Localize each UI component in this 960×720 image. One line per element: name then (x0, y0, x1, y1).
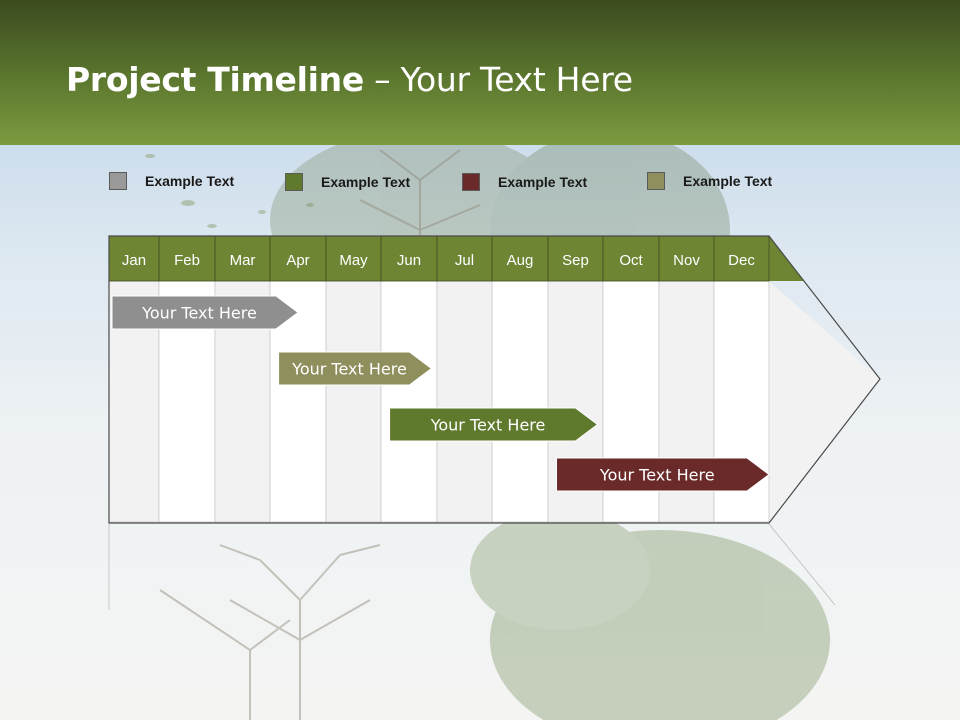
task-bar-label: Your Text Here (141, 304, 257, 323)
legend-item-green: Example Text (285, 171, 410, 193)
legend-label: Example Text (145, 173, 235, 189)
month-header-cell (214, 235, 271, 282)
legend-item-olive: Example Text (647, 170, 772, 192)
month-header-cell (269, 235, 327, 282)
task-bar (111, 295, 299, 330)
slide-title: Project Timeline – Your Text Here (66, 60, 633, 99)
legend-label: Example Text (498, 174, 588, 190)
month-label: Nov (673, 252, 700, 269)
month-column (325, 280, 382, 523)
month-header-row: Jan Feb Mar Apr May Jun Jul Aug Sep Oct Nov Dec (108, 235, 804, 282)
task-bar (389, 407, 599, 442)
month-column (491, 280, 549, 523)
timeline-border (108, 235, 881, 524)
legend-label: Example Text (683, 173, 773, 189)
timeline-reflection (108, 523, 836, 610)
title-banner: Project Timeline – Your Text Here (0, 0, 960, 145)
month-label: May (339, 252, 368, 269)
legend-item-gray: Example Text (109, 170, 234, 192)
task-bar-label: Your Text Here (599, 466, 715, 485)
month-header-cell (380, 235, 438, 282)
legend-item-maroon: Example Text (462, 171, 587, 193)
month-label: Feb (174, 252, 200, 269)
arrow-head-body (769, 281, 880, 522)
month-header-cell (325, 235, 382, 282)
legend-label: Example Text (321, 174, 411, 190)
legend-swatch (647, 172, 665, 190)
month-label: Sep (562, 252, 589, 269)
month-label: Apr (286, 252, 309, 269)
month-header-cell (658, 235, 715, 282)
month-header-cell (547, 235, 604, 282)
timeline-outline (108, 235, 881, 524)
month-label: Oct (619, 252, 643, 269)
task-bar-label: Your Text Here (291, 360, 407, 379)
slide-title-main: Project Timeline (66, 60, 364, 99)
month-label: Jan (122, 252, 146, 269)
task-bar (278, 351, 433, 386)
month-header-cell (158, 235, 216, 282)
month-header-cell (713, 235, 770, 282)
legend-swatch (462, 173, 480, 191)
legend-swatch (285, 173, 303, 191)
month-label: Aug (507, 252, 534, 269)
month-label: Jun (397, 252, 421, 269)
month-label: Dec (728, 252, 755, 269)
task-bar (556, 457, 770, 492)
month-column (436, 280, 493, 523)
month-label: Jul (455, 252, 474, 269)
slide-title-rest: – Your Text Here (363, 60, 633, 99)
legend-swatch (109, 172, 127, 190)
task-bar-label: Your Text Here (430, 416, 546, 435)
month-column (380, 280, 438, 523)
month-header-cell (108, 235, 160, 282)
month-label: Mar (230, 252, 256, 269)
